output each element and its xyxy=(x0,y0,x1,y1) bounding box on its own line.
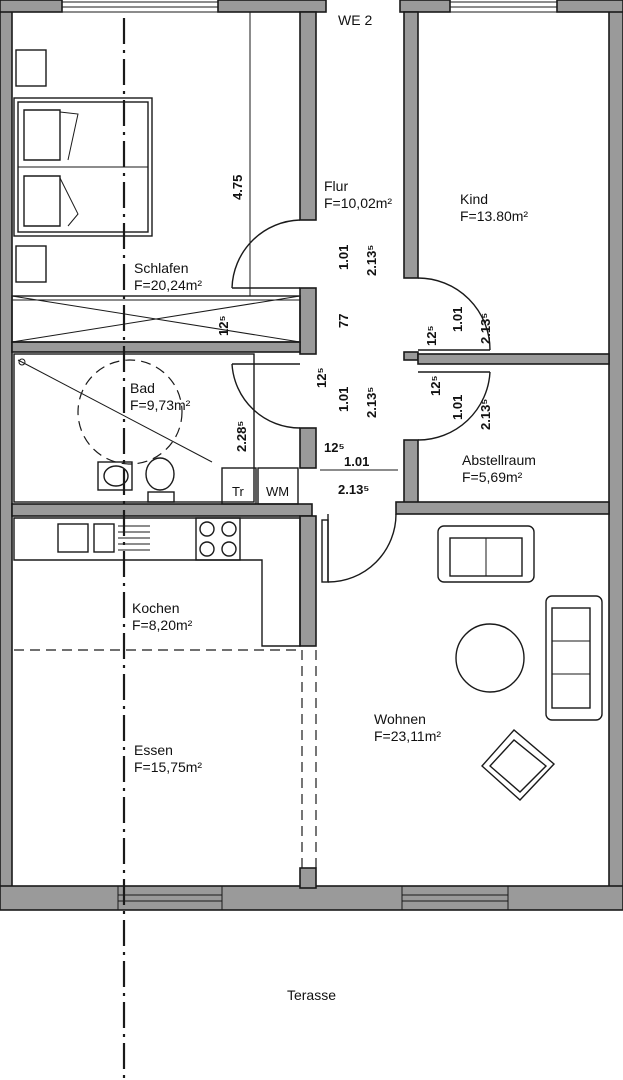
kitchen xyxy=(13,517,301,647)
doors xyxy=(231,219,491,583)
room-flur-area: F=10,02m² xyxy=(324,195,393,211)
dim-bad-height: 2.28⁵ xyxy=(234,421,249,452)
dim-schlafen-wall: 12⁵ xyxy=(216,315,231,336)
room-wohnen: Wohnen F=23,11m² xyxy=(374,711,441,745)
dim-kind-door-w: 1.01 xyxy=(450,307,465,332)
dim-bedroom-length: 4.75 xyxy=(230,175,245,200)
room-essen-name: Essen xyxy=(134,742,173,758)
room-kochen-area: F=8,20m² xyxy=(132,617,193,633)
dryer-label: Tr xyxy=(232,484,244,499)
dim-flur-door-w: 1.01 xyxy=(336,245,351,270)
room-bad-area: F=9,73m² xyxy=(130,397,191,413)
room-kind-name: Kind xyxy=(460,191,489,207)
terrace-label: Terasse xyxy=(286,987,337,1003)
wardrobe xyxy=(11,295,301,343)
dim-bad-door-h: 2.13⁵ xyxy=(364,387,379,418)
room-essen: Essen F=15,75m² xyxy=(134,742,202,776)
room-wohnen-name: Wohnen xyxy=(374,711,426,727)
room-schlafen: Schlafen F=20,24m² xyxy=(134,260,202,294)
dim-bad-door-w: 1.01 xyxy=(336,387,351,412)
room-flur: Flur F=10,02m² xyxy=(324,178,392,212)
room-schlafen-name: Schlafen xyxy=(134,260,189,276)
dim-wall-77: 77 xyxy=(336,314,351,328)
dim-living-wall: 12⁵ xyxy=(324,440,345,455)
dim-living-door-w: 1.01 xyxy=(344,454,369,469)
dim-wall-125: 12⁵ xyxy=(424,325,439,346)
dim-abst-door-h: 2.13⁵ xyxy=(478,399,493,430)
room-abstellraum-name: Abstellraum xyxy=(462,452,536,468)
dim-kind-door-h: 2.13⁵ xyxy=(478,313,493,344)
room-abstellraum: Abstellraum F=5,69m² xyxy=(462,452,536,486)
interior-walls xyxy=(11,11,610,889)
bed xyxy=(13,49,153,283)
room-schlafen-area: F=20,24m² xyxy=(134,277,203,293)
room-abstellraum-area: F=5,69m² xyxy=(462,469,523,485)
bottom-windows xyxy=(117,885,509,911)
dim-bad-wall: 12⁵ xyxy=(314,367,329,388)
room-flur-name: Flur xyxy=(324,178,349,194)
dim-living-door-h: 2.13⁵ xyxy=(338,482,369,497)
dim-abst-door-w: 1.01 xyxy=(450,395,465,420)
room-kochen-name: Kochen xyxy=(132,600,180,616)
room-kochen: Kochen F=8,20m² xyxy=(132,600,192,634)
top-windows xyxy=(61,1,558,13)
living-furniture xyxy=(437,525,603,801)
unit-label: WE 2 xyxy=(338,12,372,28)
room-kind: Kind F=13.80m² xyxy=(460,191,528,225)
room-wohnen-area: F=23,11m² xyxy=(374,728,442,744)
bathroom-fixtures xyxy=(13,353,299,505)
room-essen-area: F=15,75m² xyxy=(134,759,203,775)
dim-flur-door-h: 2.13⁵ xyxy=(364,245,379,276)
washer-label: WM xyxy=(266,484,289,499)
room-kind-area: F=13.80m² xyxy=(460,208,529,224)
dim-abst-wall: 12⁵ xyxy=(428,375,443,396)
room-bad-name: Bad xyxy=(130,380,155,396)
room-bad: Bad F=9,73m² xyxy=(130,380,190,414)
